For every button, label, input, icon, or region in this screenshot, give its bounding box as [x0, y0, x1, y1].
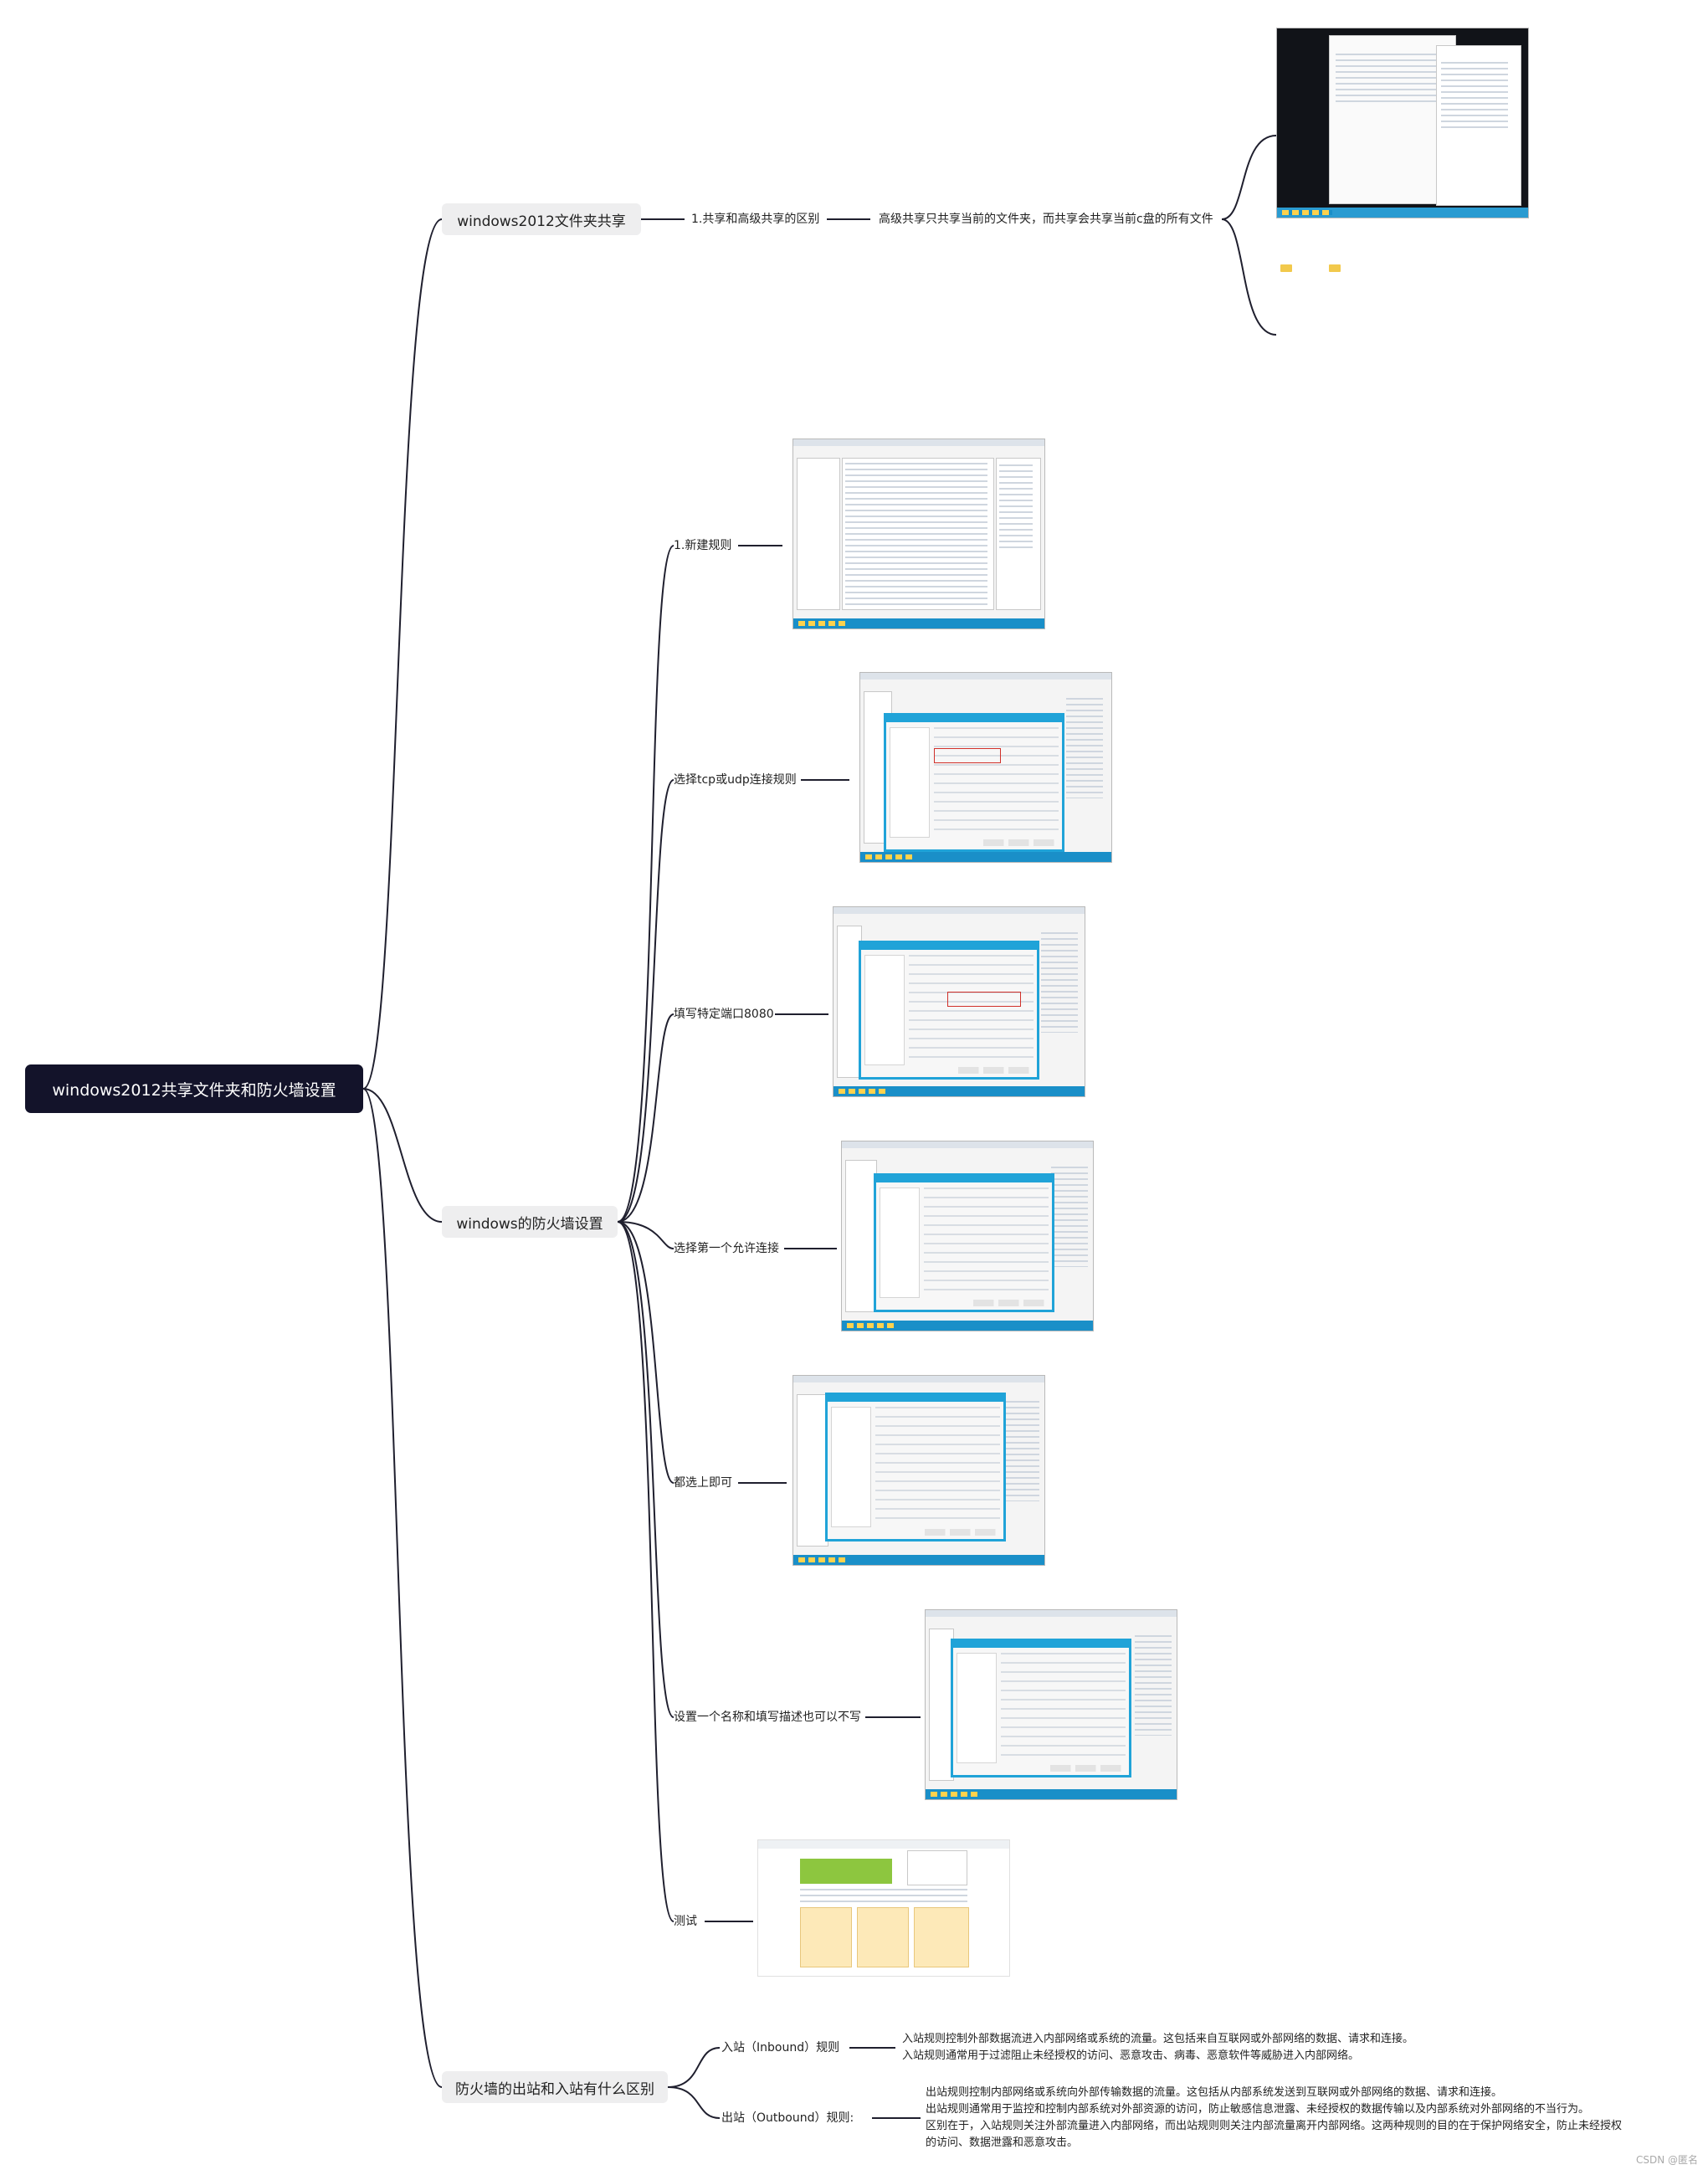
- outbound-description: 出站规则控制内部网络或系统向外部传输数据的流量。这包括从内部系统发送到互联网或外…: [926, 2085, 1622, 2152]
- link-fw-s1: [617, 545, 674, 1223]
- screenshot-new-rule: [792, 439, 1045, 629]
- link-fw-s5: [617, 1221, 674, 1484]
- watermark: CSDN @匿名: [1635, 2154, 1698, 2166]
- inbound-line: 入站规则控制外部数据流进入内部网络或系统的流量。这包括来自互联网或外部网络的数据…: [902, 2033, 1414, 2045]
- link-fw-s2: [617, 779, 674, 1223]
- link-diff-in: [667, 2047, 721, 2088]
- outbound-line: 出站规则通常用于监控和控制内部系统对外部资源的访问，防止敏感信息泄露、未经授权的…: [926, 2103, 1590, 2116]
- share-question[interactable]: 1.共享和高级共享的区别: [691, 213, 820, 226]
- link-root-firewall: [362, 1088, 443, 1223]
- screenshot-tcp-udp: [859, 672, 1112, 863]
- inbound-label[interactable]: 入站（Inbound）规则: [721, 2041, 840, 2054]
- link-root-share: [362, 218, 443, 1090]
- screenshot-profiles: [792, 1375, 1045, 1566]
- branch-share[interactable]: windows2012文件夹共享: [442, 203, 641, 235]
- screenshot-allow: [841, 1141, 1094, 1331]
- link-fw-s3: [617, 1013, 674, 1223]
- step-select-all[interactable]: 都选上即可: [674, 1476, 732, 1490]
- link-answer-img2: [1221, 218, 1277, 336]
- link-diff-out: [667, 2086, 721, 2119]
- link-answer-img1: [1221, 135, 1277, 220]
- outbound-line: 区别在于，入站规则关注外部流量进入内部网络，而出站规则则关注内部流量离开内部网络…: [926, 2120, 1623, 2132]
- outbound-line: 出站规则控制内部网络或系统向外部传输数据的流量。这包括从内部系统发送到互联网或外…: [926, 2086, 1503, 2099]
- link-fw-s6: [617, 1221, 674, 1718]
- link-fw-s7: [617, 1221, 674, 1922]
- inbound-description: 入站规则控制外部数据流进入内部网络或系统的流量。这包括来自互联网或外部网络的数据…: [902, 2031, 1413, 2065]
- step-test[interactable]: 测试: [674, 1915, 697, 1928]
- share-answer[interactable]: 高级共享只共享当前的文件夹，而共享会共享当前c盘的所有文件: [879, 213, 1213, 226]
- screenshot-test-page: [757, 1839, 1010, 1977]
- step-tcp-udp[interactable]: 选择tcp或udp连接规则: [674, 773, 797, 787]
- link-fw-s4: [617, 1221, 674, 1249]
- step-port-8080[interactable]: 填写特定端口8080: [674, 1008, 774, 1021]
- screenshot-name: [925, 1609, 1177, 1800]
- branch-in-out-diff[interactable]: 防火墙的出站和入站有什么区别: [442, 2071, 668, 2103]
- outbound-line: 的访问、数据泄露和恶意攻击。: [926, 2137, 1079, 2149]
- step-allow-connection[interactable]: 选择第一个允许连接: [674, 1242, 779, 1255]
- step-new-rule[interactable]: 1.新建规则: [674, 539, 732, 552]
- folder-icon: [1329, 264, 1341, 272]
- screenshot-port: [833, 906, 1085, 1097]
- root-node[interactable]: windows2012共享文件夹和防火墙设置: [25, 1064, 363, 1113]
- inbound-line: 入站规则通常用于过滤阻止未经授权的访问、恶意攻击、病毒、恶意软件等威胁进入内部网…: [902, 2049, 1360, 2062]
- link-root-diff: [362, 1088, 443, 2088]
- step-name-description[interactable]: 设置一个名称和填写描述也可以不写: [674, 1711, 861, 1724]
- folder-icon: [1280, 264, 1292, 272]
- share-screenshot: [1276, 28, 1529, 218]
- branch-firewall[interactable]: windows的防火墙设置: [442, 1206, 618, 1238]
- outbound-label[interactable]: 出站（Outbound）规则:: [721, 2111, 854, 2125]
